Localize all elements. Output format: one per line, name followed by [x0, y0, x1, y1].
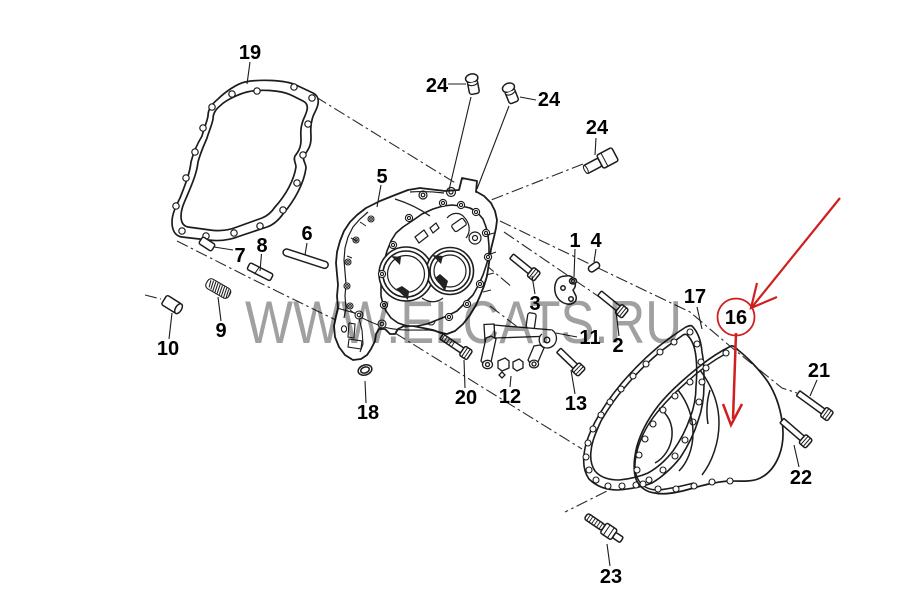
- svg-text:19: 19: [239, 42, 261, 64]
- svg-text:18: 18: [357, 402, 379, 424]
- svg-text:24: 24: [538, 89, 561, 111]
- svg-text:10: 10: [157, 338, 179, 360]
- svg-text:9: 9: [215, 320, 226, 342]
- svg-text:21: 21: [808, 360, 830, 382]
- svg-text:WWW.ELCATS.RU: WWW.ELCATS.RU: [245, 289, 682, 356]
- svg-text:16: 16: [725, 307, 747, 329]
- svg-text:2: 2: [612, 335, 623, 357]
- svg-text:13: 13: [565, 393, 587, 415]
- svg-text:3: 3: [529, 293, 540, 315]
- svg-text:24: 24: [426, 75, 449, 97]
- svg-text:7: 7: [234, 245, 245, 267]
- svg-text:17: 17: [684, 286, 706, 308]
- svg-text:11: 11: [579, 327, 600, 349]
- svg-text:1: 1: [569, 230, 580, 252]
- svg-text:8: 8: [256, 235, 267, 257]
- svg-text:5: 5: [376, 166, 387, 188]
- svg-text:12: 12: [499, 386, 521, 408]
- svg-text:6: 6: [301, 223, 312, 245]
- svg-text:24: 24: [586, 117, 609, 139]
- svg-text:23: 23: [600, 566, 622, 588]
- svg-text:22: 22: [790, 467, 812, 489]
- svg-text:4: 4: [590, 230, 602, 252]
- svg-text:20: 20: [455, 387, 477, 409]
